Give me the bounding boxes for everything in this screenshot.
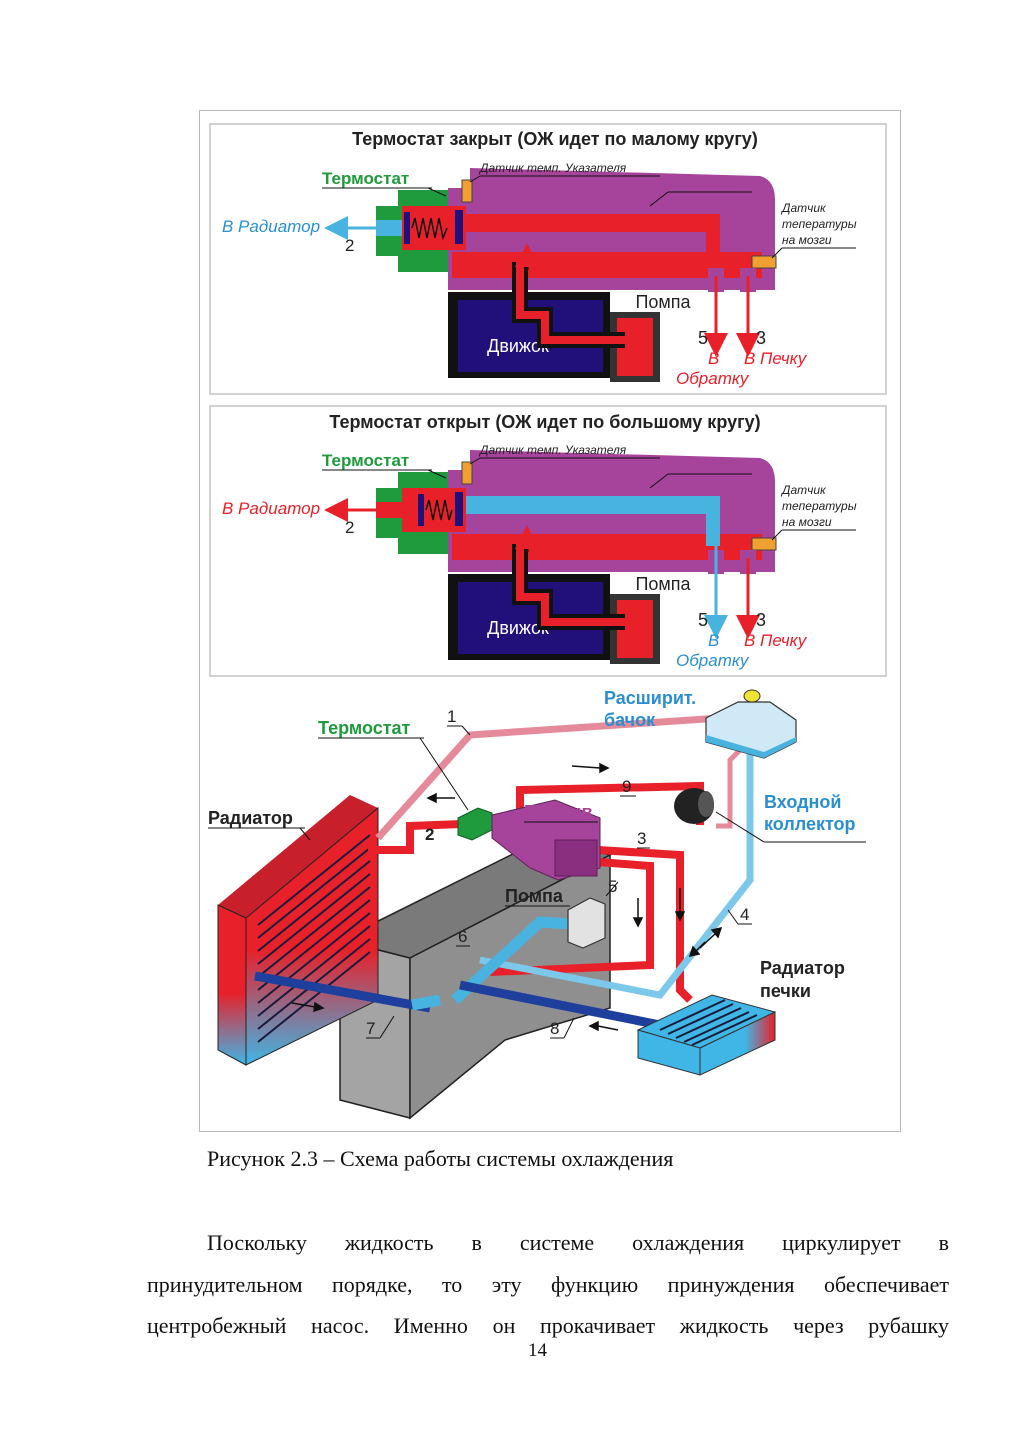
pipe-number-1: 1 <box>447 707 456 726</box>
thermostat-label: Термостат <box>322 451 409 470</box>
thermostat-label: Термостат <box>322 169 409 188</box>
to-heater-label: В Печку <box>744 631 808 650</box>
pipe-5 <box>489 858 654 976</box>
intake-manifold-label-2: коллектор <box>764 814 856 834</box>
pipe-numbers: 1 2 3 4 5 6 7 8 9 <box>366 707 749 1038</box>
radiator-label: Радиатор <box>208 808 293 828</box>
radiator-fins <box>257 834 371 1043</box>
to-heater-label: В Печку <box>744 349 808 368</box>
thermostat-unit <box>457 807 493 841</box>
pipe-number-2: 2 <box>345 236 354 255</box>
number-leaders <box>366 725 752 1039</box>
pipe-8 <box>459 980 661 1030</box>
return-label-1: В <box>708 631 719 650</box>
heater-radiator-label-1: Радиатор <box>760 958 845 978</box>
brain-sensor-label-3: на мозги <box>782 515 832 529</box>
brain-sensor-label-1: Датчик <box>780 483 827 497</box>
brain-sensor-label-2: тепературы <box>782 217 857 231</box>
radiator-outlet-stub <box>376 220 402 236</box>
thermostat-spring <box>411 217 448 241</box>
expansion-tank-fluid <box>706 735 796 758</box>
panel-title: Термостат открыт (ОЖ идет по большому кр… <box>329 412 760 432</box>
pipe-number-9: 9 <box>622 777 631 796</box>
return-label-1: В <box>708 349 719 368</box>
page-number: 14 <box>528 1340 547 1361</box>
return-label-2: Обратку <box>676 369 750 388</box>
hot-channel-bend <box>706 214 720 264</box>
pipe-7 <box>254 971 431 1013</box>
paragraph-line-3: центробежный насос. Именно он прокачивае… <box>147 1313 949 1338</box>
figure-frame <box>199 110 901 1132</box>
panel-thermostat-open: Термостат открыт (ОЖ идет по большому кр… <box>209 405 887 677</box>
expansion-tank-label-2: бачок <box>604 710 656 730</box>
radiator-edge <box>217 904 247 1066</box>
pipe-number-4: 4 <box>740 905 749 924</box>
expansion-tank-label-1: Расширит. <box>604 688 696 708</box>
thermostat-valve <box>418 494 424 526</box>
intake-manifold-label-1: Входной <box>764 792 841 812</box>
pump-label: Помпа <box>635 292 691 312</box>
pipe-3 <box>597 846 693 1003</box>
panel-thermostat-closed: Термостат закрыт (ОЖ идет по малому круг… <box>209 123 887 395</box>
heater-radiator-label-2: печки <box>760 981 811 1001</box>
intake-manifold-end <box>698 791 714 817</box>
panel-system-overview: Радиатор Термостат Прилив <box>208 688 866 1120</box>
figure-caption: Рисунок 2.3 – Схема работы системы охлаж… <box>207 1146 674 1171</box>
brain-sensor <box>751 255 777 269</box>
thermostat-spring <box>425 499 453 521</box>
return-label-2: Обратку <box>676 651 750 670</box>
cold-channel-bend <box>706 496 720 546</box>
pipe-2 <box>368 820 463 854</box>
panel-title: Термостат закрыт (ОЖ идет по малому круг… <box>352 129 758 149</box>
riser-pipe <box>516 262 625 344</box>
boss-label: Прилив <box>524 802 593 822</box>
riser-pipe <box>516 544 625 626</box>
boss-label: Прилив <box>668 172 737 192</box>
pipe-number-2: 2 <box>425 825 434 844</box>
to-radiator-label: В Радиатор <box>222 499 320 518</box>
pump-label: Помпа <box>635 574 691 594</box>
brain-sensor <box>751 537 777 551</box>
gauge-sensor-label: Датчик темп. Указателя <box>478 161 627 175</box>
gauge-sensor <box>461 461 473 485</box>
paragraph-line-2: принудительном порядке, то эту функцию п… <box>147 1272 949 1297</box>
outlet-number-3: 3 <box>756 610 766 630</box>
engine-label: Движок <box>487 618 549 638</box>
brain-sensor-label-1: Датчик <box>780 201 827 215</box>
pump-label: Помпа <box>505 886 564 906</box>
pump-unit <box>567 897 606 949</box>
pipe-number-2: 2 <box>345 518 354 537</box>
cold-channel-upper <box>452 496 717 514</box>
outlet-number-3: 3 <box>756 328 766 348</box>
heater-radiator-side <box>699 1011 776 1076</box>
pipe-number-3: 3 <box>637 829 646 848</box>
expansion-tank-cap <box>743 689 761 703</box>
pipe-number-6: 6 <box>458 927 467 946</box>
hot-channel-upper <box>452 214 717 232</box>
thermostat-valve <box>404 212 410 244</box>
thermostat-label: Термостат <box>318 718 411 738</box>
brain-sensor-label-2: тепературы <box>782 499 857 513</box>
radiator-outlet-stub <box>376 502 402 518</box>
outlet-number-5: 5 <box>698 610 708 630</box>
gauge-sensor <box>461 179 473 203</box>
brain-sensor-label-3: на мозги <box>782 233 832 247</box>
boss-label: Прилив <box>668 454 737 474</box>
pipe-number-7: 7 <box>366 1019 375 1038</box>
pipe-number-8: 8 <box>550 1019 559 1038</box>
thermostat-piston <box>455 210 463 244</box>
flow-arrows <box>291 762 723 1032</box>
pipe-number-5: 5 <box>608 877 617 896</box>
gauge-sensor-label: Датчик темп. Указателя <box>478 443 627 457</box>
boss-block <box>554 839 598 877</box>
outlet-number-5: 5 <box>698 328 708 348</box>
to-radiator-label: В Радиатор <box>222 217 320 236</box>
engine-label: Движок <box>487 336 549 356</box>
paragraph-line-1: Поскольку жидкость в системе охлаждения … <box>207 1230 949 1255</box>
heater-radiator-fins <box>659 999 758 1046</box>
thermostat-piston <box>455 492 463 526</box>
pipe-4 <box>479 750 754 999</box>
